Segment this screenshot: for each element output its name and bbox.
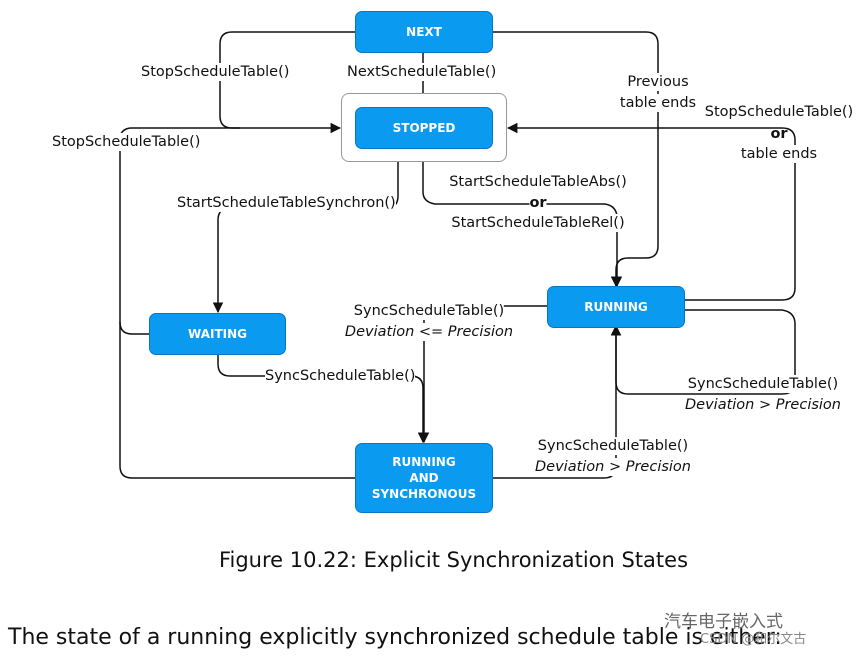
deviation-gt-right-text: Deviation > Precision: [685, 397, 841, 413]
label-next-schedule: NextScheduleTable(): [347, 63, 497, 81]
edge-running-stopped: [506, 122, 796, 301]
label-stop-left: StopScheduleTable(): [52, 133, 201, 151]
watermark-sub: CSDN @和尔文古: [700, 632, 807, 647]
label-or-mid: or: [529, 194, 547, 212]
label-or-right: or: [770, 126, 788, 142]
state-stopped: STOPPED: [355, 107, 493, 149]
label-table-ends: table ends: [619, 94, 697, 112]
label-deviation-le: Deviation <= Precision: [344, 323, 514, 341]
edge-left-stopped: [119, 127, 355, 479]
label-previous: Previous: [627, 73, 689, 91]
label-stop-top: StopScheduleTable(): [141, 63, 290, 81]
state-running: RUNNING: [547, 286, 685, 328]
watermark: 汽车电子嵌入式: [664, 612, 783, 632]
edge-waiting-left: [119, 321, 150, 335]
deviation-le-text: Deviation <= Precision: [344, 324, 514, 340]
state-waiting: WAITING: [149, 313, 286, 355]
label-sync-bottom: SyncScheduleTable(): [537, 437, 689, 455]
label-deviation-gt-bottom: Deviation > Precision: [535, 458, 691, 476]
state-running-synchronous: RUNNING AND SYNCHRONOUS: [355, 443, 493, 513]
label-start-synchron: StartScheduleTableSynchron(): [177, 194, 396, 212]
figure-caption: Figure 10.22: Explicit Synchronization S…: [218, 548, 689, 572]
label-start-rel: StartScheduleTableRel(): [451, 214, 625, 232]
edge-sync-running: [493, 324, 622, 479]
label-table-ends-right: table ends: [740, 145, 818, 163]
label-deviation-gt-right: Deviation > Precision: [685, 396, 841, 414]
label-sync-waiting: SyncScheduleTable(): [265, 367, 416, 385]
label-sync-left: SyncScheduleTable(): [353, 302, 505, 320]
edge-stopped-waiting: [212, 160, 399, 314]
edge-stopped-running: [422, 160, 623, 288]
state-next: NEXT: [355, 11, 493, 53]
label-sync-right: SyncScheduleTable(): [687, 375, 839, 393]
deviation-gt-bottom-text: Deviation > Precision: [535, 459, 691, 475]
edge-next-running: [493, 31, 659, 288]
label-start-abs: StartScheduleTableAbs(): [449, 173, 627, 191]
body-text: The state of a running explicitly synchr…: [8, 625, 782, 650]
label-stop-right: StopScheduleTable(): [704, 103, 854, 121]
